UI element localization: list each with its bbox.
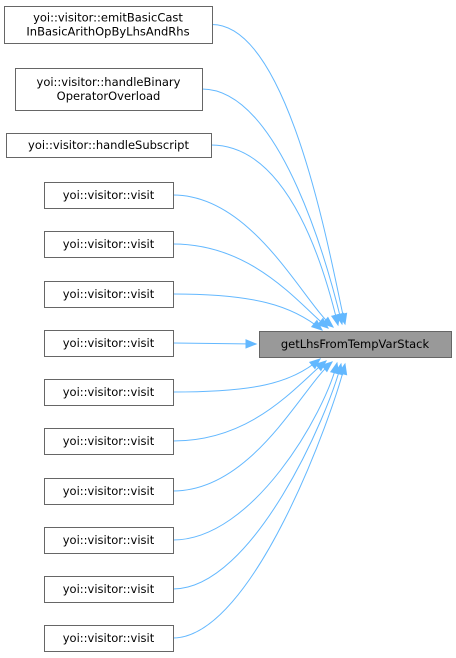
caller-box (44, 625, 174, 652)
caller-box (44, 576, 174, 603)
caller-node-visit-9[interactable]: yoi::visitor::visit (44, 576, 174, 603)
call-edge-visit-10 (172, 363, 346, 639)
call-edge-visit-1 (172, 194, 334, 328)
caller-node-visit-6[interactable]: yoi::visitor::visit (44, 428, 174, 455)
arrowhead-visit-4 (245, 339, 258, 349)
caller-label: InBasicArithOpByLhsAndRhs (26, 25, 189, 39)
caller-label: yoi::visitor::visit (63, 533, 155, 547)
target-box (259, 331, 452, 358)
caller-node-handle-subscript[interactable]: yoi::visitor::handleSubscript (6, 133, 212, 158)
caller-box (44, 330, 174, 357)
call-edge-visit-4 (172, 342, 257, 345)
call-edge-visit-5 (172, 358, 321, 393)
caller-node-visit-7[interactable]: yoi::visitor::visit (44, 478, 174, 505)
caller-label: yoi::visitor::visit (63, 385, 155, 399)
call-edge-visit-9 (172, 363, 342, 590)
call-edge-visit-6 (172, 360, 327, 442)
call-edge-visit-2 (172, 243, 329, 329)
caller-label: OperatorOverload (57, 89, 161, 103)
caller-node-visit-2[interactable]: yoi::visitor::visit (44, 231, 174, 258)
caller-label: yoi::visitor::visit (63, 237, 155, 251)
call-edge-visit-7 (172, 361, 333, 492)
call-edge-visit-3 (172, 293, 323, 331)
caller-label: yoi::visitor::visit (63, 336, 155, 350)
caller-box (44, 231, 174, 258)
call-edge-handle-subscript (210, 144, 339, 326)
caller-label: yoi::visitor::visit (63, 631, 155, 645)
arrowhead-visit-2 (316, 317, 330, 329)
caller-label: yoi::visitor::visit (63, 434, 155, 448)
call-edges (172, 24, 348, 639)
caller-box (44, 379, 174, 406)
target-label: getLhsFromTempVarStack (281, 337, 430, 351)
caller-box (44, 478, 174, 505)
caller-label: yoi::visitor::visit (63, 287, 155, 301)
caller-label: yoi::visitor::handleSubscript (28, 138, 189, 152)
arrowhead-visit-7 (320, 361, 334, 373)
caller-node-visit-3[interactable]: yoi::visitor::visit (44, 281, 174, 308)
caller-node-handle-binary-operator-overload[interactable]: yoi::visitor::handleBinaryOperatorOverlo… (15, 68, 203, 111)
caller-box (44, 281, 174, 308)
caller-label: yoi::visitor::handleBinary (37, 75, 181, 89)
arrowhead-handle-subscript (330, 313, 341, 327)
arrowhead-visit-3 (310, 319, 324, 331)
call-edge-emit-basic-cast (211, 24, 346, 325)
caller-label: yoi::visitor::visit (63, 188, 155, 202)
caller-node-visit-5[interactable]: yoi::visitor::visit (44, 379, 174, 406)
caller-node-visit-1[interactable]: yoi::visitor::visit (44, 182, 174, 209)
arrowhead-visit-10 (337, 362, 348, 376)
caller-label: yoi::visitor::visit (63, 484, 155, 498)
call-nodes: yoi::visitor::emitBasicCastInBasicArithO… (4, 6, 452, 652)
target-node[interactable]: getLhsFromTempVarStack (259, 331, 452, 358)
caller-box (6, 133, 212, 158)
caller-label: yoi::visitor::emitBasicCast (33, 11, 183, 25)
caller-label: yoi::visitor::visit (63, 582, 155, 596)
caller-node-emit-basic-cast[interactable]: yoi::visitor::emitBasicCastInBasicArithO… (4, 6, 213, 44)
call-edge-handle-binary-operator-overload (201, 88, 343, 325)
caller-node-visit-8[interactable]: yoi::visitor::visit (44, 527, 174, 554)
caller-box (44, 182, 174, 209)
caller-box (15, 68, 203, 111)
caller-node-visit-4[interactable]: yoi::visitor::visit (44, 330, 174, 357)
caller-node-visit-10[interactable]: yoi::visitor::visit (44, 625, 174, 652)
arrowhead-visit-1 (321, 316, 335, 328)
caller-box (4, 6, 213, 44)
caller-box (44, 527, 174, 554)
call-edge-visit-8 (172, 362, 338, 541)
caller-box (44, 428, 174, 455)
